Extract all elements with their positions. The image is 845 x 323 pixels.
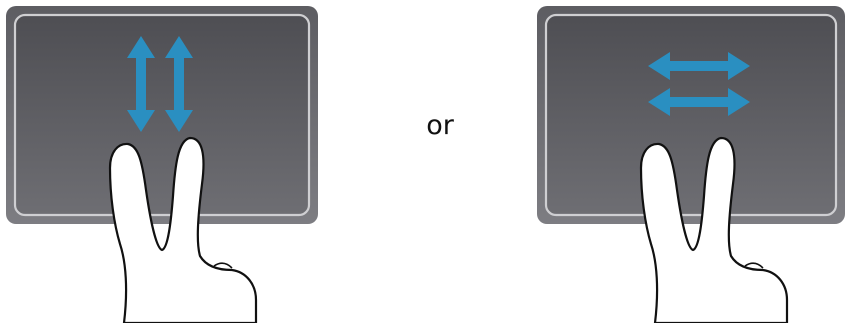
trackpad (537, 6, 845, 224)
horizontal-scroll-illustration (537, 0, 845, 323)
vertical-scroll-gesture (6, 0, 318, 323)
trackpad (6, 6, 318, 224)
horizontal-scroll-gesture (537, 0, 845, 323)
vertical-scroll-illustration (6, 0, 318, 323)
or-label: or (415, 112, 465, 139)
